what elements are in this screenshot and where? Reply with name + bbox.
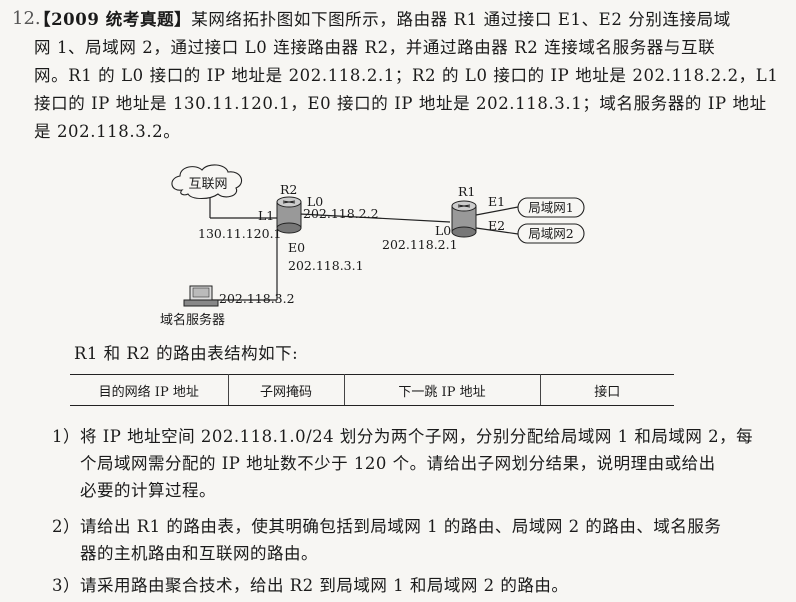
dns-ip: 202.118.3.2 — [219, 291, 295, 306]
r1-l0-ip: 202.118.2.1 — [382, 237, 458, 252]
routing-table-title: R1 和 R2 的路由表结构如下: — [74, 344, 299, 363]
subquestion-3-line-1: 3）请采用路由聚合技术，给出 R2 到局域网 1 和局域网 2 的路由。 — [52, 576, 569, 595]
r1-e2-label: E2 — [488, 218, 505, 233]
internet-label: 互联网 — [188, 177, 227, 192]
r2-l0-ip: 202.118.2.2 — [303, 206, 379, 221]
stem-line-5: 是 202.118.3.2。 — [34, 122, 181, 141]
r1-l0-label: L0 — [435, 223, 451, 238]
lan2-link — [475, 227, 519, 235]
r1-name-label: R1 — [458, 184, 475, 199]
r2-l1-ip: 130.11.120.1 — [198, 226, 282, 241]
r2-e0-ip: 202.118.3.1 — [288, 258, 364, 273]
routing-table-structure: 目的网络 IP 地址 子网掩码 下一跳 IP 地址 接口 — [70, 374, 674, 406]
stem-line-1-text: 某网络拓扑图如下图所示，路由器 R1 通过接口 E1、E2 分别连接局域 — [191, 10, 731, 29]
header-next-hop: 下一跳 IP 地址 — [343, 374, 541, 406]
header-dest-ip: 目的网络 IP 地址 — [70, 374, 229, 406]
dns-name-label: 域名服务器 — [160, 312, 225, 328]
question-number: 12. — [12, 8, 41, 29]
subquestion-2-line-1: 2）请给出 R1 的路由表，使其明确包括到局域网 1 的路由、局域网 2 的路由… — [52, 517, 722, 536]
r2-e0-label: E0 — [288, 240, 305, 255]
lan1-link — [475, 206, 519, 216]
internet-cloud-icon — [171, 164, 243, 200]
subquestion-2: 2）请给出 R1 的路由表，使其明确包括到局域网 1 的路由、局域网 2 的路由… — [52, 513, 782, 567]
router-r2-icon — [276, 196, 302, 234]
stem-line-3: 网。R1 的 L0 接口的 IP 地址是 202.118.2.1；R2 的 L0… — [34, 66, 779, 85]
r2-name-label: R2 — [280, 182, 297, 197]
lan2-label: 局域网2 — [528, 226, 573, 241]
header-interface: 接口 — [539, 374, 674, 406]
question-stem: 【2009 统考真题】某网络拓扑图如下图所示，路由器 R1 通过接口 E1、E2… — [34, 6, 779, 146]
network-topology-diagram: 互联网 R2 L0 202.118.2.2 L1 130.11.120.1 E0… — [160, 164, 585, 328]
stem-line-2: 网 1、局域网 2，通过接口 L0 连接路由器 R2，并通过路由器 R2 连接域… — [34, 38, 716, 57]
subquestion-1-line-1: 1）将 IP 地址空间 202.118.1.0/24 划分为两个子网，分别分配给… — [52, 427, 754, 446]
r1-e1-label: E1 — [488, 194, 505, 209]
lan1-ellipse — [517, 197, 585, 218]
stem-line-1: 【2009 统考真题】某网络拓扑图如下图所示，路由器 R1 通过接口 E1、E2… — [34, 6, 774, 34]
r2-l0-label: L0 — [307, 194, 323, 209]
dns-server-icon — [183, 285, 219, 307]
lan2-ellipse — [517, 223, 585, 244]
stem-line-4: 接口的 IP 地址是 130.11.120.1，E0 接口的 IP 地址是 20… — [34, 94, 767, 113]
subquestion-3: 3）请采用路由聚合技术，给出 R2 到局域网 1 和局域网 2 的路由。 — [52, 572, 782, 599]
lan1-label: 局域网1 — [528, 200, 573, 215]
r2-r1-link — [299, 213, 451, 223]
subquestion-1: 1）将 IP 地址空间 202.118.1.0/24 划分为两个子网，分别分配给… — [52, 423, 782, 504]
table-header-row: 目的网络 IP 地址 子网掩码 下一跳 IP 地址 接口 — [70, 374, 674, 406]
subquestion-1-line-3: 必要的计算过程。 — [80, 481, 216, 500]
exam-tag: 【2009 统考真题】 — [34, 10, 192, 29]
r2-l1-label: L1 — [258, 208, 274, 223]
subquestion-1-line-2: 个局域网需分配的 IP 地址数不少于 120 个。请给出子网划分结果，说明理由或… — [80, 454, 716, 473]
header-subnet-mask: 子网掩码 — [227, 374, 345, 406]
router-r1-icon — [451, 200, 477, 238]
subquestion-2-line-2: 器的主机路由和互联网的路由。 — [80, 544, 318, 563]
